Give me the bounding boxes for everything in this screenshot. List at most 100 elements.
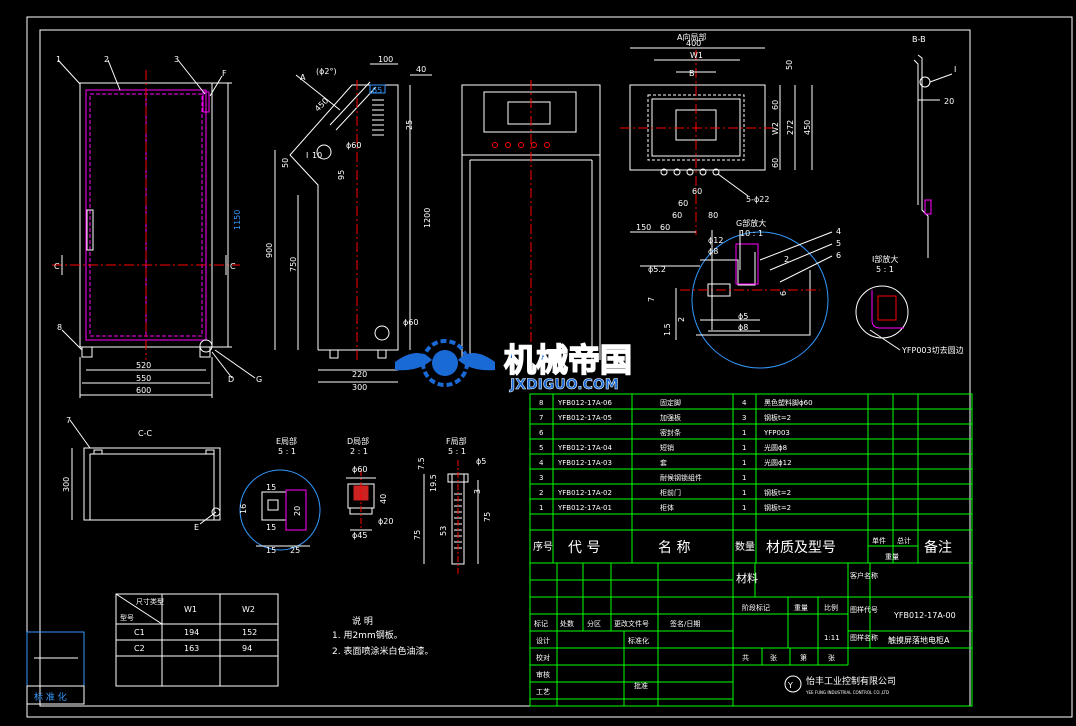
f-dim-19-5: 19.5	[429, 474, 438, 492]
bom-row: 6 密封条 1 YFP003	[539, 428, 790, 437]
bom-h-no: 序号	[533, 540, 553, 553]
i-detail	[855, 285, 909, 351]
bom-qty: 1	[742, 489, 746, 497]
bom-material: 钢板t=2	[764, 413, 791, 422]
dim-150: 150	[636, 223, 651, 232]
g-6: 6	[779, 291, 788, 296]
title-block: 材料 客户名称 图样代号 图样名称 YFB012-17A-00 触摸屏落地电柜A…	[534, 571, 956, 696]
f-dim-3: 3	[473, 489, 482, 494]
angle-label: (ϕ2°)	[316, 67, 337, 76]
size-table-c2-w2: 94	[242, 644, 252, 653]
notes-line-1: 1. 用2mm钢板。	[332, 629, 403, 641]
g-1-5: 1.5	[663, 323, 672, 336]
a-view-labels: A向局部 400 W1 B 50 60 W2 272 450 60 5-ϕ22 …	[636, 32, 812, 232]
label-i: I	[306, 151, 308, 160]
dim-900: 900	[265, 243, 274, 258]
dim-50: 50	[281, 158, 290, 168]
tb-drawing-code: YFB012-17A-00	[893, 611, 956, 620]
f-detail-labels: F局部 5 : 1 7.5 ϕ5 19.5 3 75 53 75	[413, 436, 492, 540]
bom-qty: 1	[742, 459, 746, 467]
bom-name: 柜体	[660, 503, 674, 512]
cc-dim-300: 300	[62, 477, 71, 492]
tb-rev-file: 更改文件号	[614, 619, 649, 628]
tb-sheet-no: 第	[800, 653, 807, 662]
bom-h-code: 代 号	[568, 540, 600, 556]
cc-view	[69, 419, 221, 525]
e-detail	[239, 469, 321, 551]
dim-phi60-bottom: ϕ60	[403, 318, 418, 327]
g-2-top: 2	[784, 255, 789, 264]
dim-60-a1: 60	[771, 100, 780, 110]
tb-role-design: 设计	[536, 636, 550, 645]
dim-100: 100	[378, 55, 393, 64]
d-title: D局部	[347, 436, 369, 446]
i-title: I部放大	[872, 254, 898, 264]
dim-w2: W2	[771, 122, 780, 135]
bom-no: 8	[539, 399, 543, 407]
size-table-type: 型号	[120, 613, 134, 622]
bom-h-qty: 数量	[735, 540, 755, 553]
tb-company-en: YEE FUNG INDUSTRIAL CONTROL CO.,LTD	[805, 690, 889, 695]
bb-view-labels: B-B I 20	[912, 35, 956, 106]
size-table-c2: C2	[134, 644, 145, 653]
g-phi8-bottom: ϕ8	[738, 323, 748, 332]
bom-material: 钢板t=2	[764, 488, 791, 497]
tb-company: 怡丰工业控制有限公司	[806, 675, 896, 687]
dim-60-a4: 60	[672, 211, 682, 220]
g-2-bottom: 2	[677, 317, 686, 322]
dim-25: 25	[405, 120, 414, 130]
svg-text:Y: Y	[787, 681, 793, 690]
tb-role-check: 校对	[536, 653, 550, 662]
side-view	[274, 63, 432, 383]
e-detail-labels: E局部 5 : 1 15 15 20 16 15 25	[239, 436, 302, 555]
bom-material: 黑色塑料脚ϕ60	[764, 398, 813, 407]
bom-table-grid	[529, 393, 973, 707]
tb-material-label: 材料	[736, 571, 758, 585]
label-b: B	[689, 69, 695, 78]
sheet-border	[26, 16, 1073, 718]
dim-450-slant: 450	[313, 96, 330, 113]
bom-h-unit: 单件	[872, 536, 886, 545]
bom-no: 7	[539, 414, 543, 422]
tb-approve-label: 批准	[634, 681, 648, 690]
tb-scale-label: 比例	[824, 603, 838, 612]
dim-60-a6: 60	[692, 187, 702, 196]
label-1: 1	[56, 55, 61, 64]
g-leader-4: 4	[836, 227, 841, 236]
dim-400: 400	[686, 39, 701, 48]
f-dim-53: 53	[439, 526, 448, 536]
tb-weight-label: 重量	[794, 604, 808, 612]
e-scale: 5 : 1	[278, 447, 296, 456]
i-scale: 5 : 1	[876, 265, 894, 274]
tb-name-label: 图样名称	[850, 633, 878, 642]
dim-1200: 1200	[423, 208, 432, 228]
size-table-h-w1: W1	[184, 605, 197, 614]
bb-title: B-B	[912, 35, 926, 44]
cc-label-7: 7	[66, 416, 71, 425]
tb-sheet-unit-2: 张	[828, 653, 835, 662]
bom-h-total: 总计	[897, 536, 911, 545]
d-phi45: ϕ45	[352, 531, 367, 540]
dim-60-a3: 60	[660, 223, 670, 232]
f-dim-75-left: 75	[413, 530, 422, 540]
a-view-title: A向局部	[677, 32, 706, 42]
bom-qty: 4	[742, 399, 747, 407]
bom-code: YFB012-17A-01	[557, 504, 612, 512]
dim-60-a2: 60	[771, 158, 780, 168]
tb-sheet-total: 共	[742, 653, 749, 662]
label-3: 3	[174, 55, 179, 64]
bom-row: 2 YFB012-17A-02 柜前门 1 钢板t=2	[539, 488, 791, 497]
bom-code: YFB012-17A-05	[557, 414, 612, 422]
bom-material: 光圆ϕ12	[764, 458, 792, 467]
f-title: F局部	[446, 436, 467, 446]
bb-label-i: I	[954, 65, 956, 74]
g-detail-labels: G部放大 10 : 1 ϕ12 ϕ8 ϕ5.2 2 6 7 1.5 2 ϕ8 ϕ…	[647, 218, 841, 336]
bom-name: 套	[660, 458, 667, 467]
d-detail	[346, 470, 376, 531]
f-detail	[423, 460, 479, 575]
tb-rev-sign: 签名/日期	[670, 619, 700, 628]
std-box-label: 标 准 化	[34, 691, 67, 703]
bom-name: 加强板	[660, 413, 681, 422]
d-phi60: ϕ60	[352, 465, 367, 474]
d-phi20: ϕ20	[378, 517, 393, 526]
